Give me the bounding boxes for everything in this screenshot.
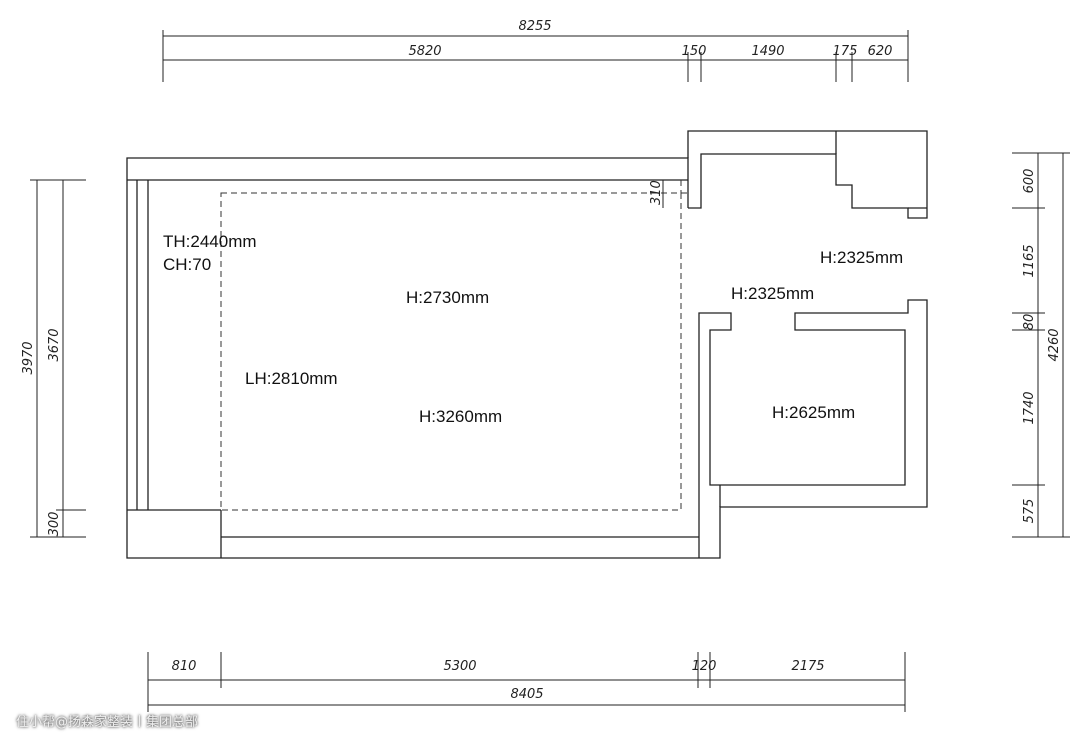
label-h-room: H:2625mm <box>772 403 855 422</box>
dim-310: 310 <box>649 180 664 205</box>
label-lh: LH:2810mm <box>245 369 338 388</box>
dim-right-seg: 575 <box>1022 499 1037 524</box>
label-h-main: H:2730mm <box>406 288 489 307</box>
top-dimension-lines <box>162 30 909 82</box>
dim-right-seg: 600 <box>1022 169 1037 194</box>
dim-left-total: 3970 <box>21 341 36 374</box>
left-dimension-lines <box>30 179 86 538</box>
label-th: TH:2440mm <box>163 232 257 251</box>
watermark: 住小帮@扬森家整装丨集团总部 <box>16 715 199 730</box>
label-h-right-top: H:2325mm <box>820 248 903 267</box>
dim-top-seg: 5820 <box>408 44 441 59</box>
dim-left-seg: 300 <box>47 512 62 537</box>
dim-left-seg: 3670 <box>47 328 62 361</box>
dim-bottom-seg: 120 <box>692 659 717 674</box>
dim-top-seg: 620 <box>868 44 893 59</box>
right-dimension-lines <box>1012 152 1070 538</box>
ceiling-outline-dashed <box>220 180 688 511</box>
label-ch: CH:70 <box>163 255 211 274</box>
bottom-dimension-lines <box>147 652 906 712</box>
dim-top-seg: 175 <box>833 44 858 59</box>
label-h-corridor: H:2325mm <box>731 284 814 303</box>
dim-bottom-total: 8405 <box>510 687 543 702</box>
dim-right-total: 4260 <box>1047 328 1062 361</box>
dim-right-seg: 1165 <box>1022 244 1037 277</box>
dim-bottom-seg: 5300 <box>443 659 476 674</box>
dim-bottom-seg: 810 <box>172 659 197 674</box>
dim-right-seg: 1740 <box>1022 391 1037 424</box>
label-h-center: H:3260mm <box>419 407 502 426</box>
walls <box>126 130 928 559</box>
dim-top-total: 8255 <box>518 19 551 34</box>
dim-bottom-seg: 2175 <box>791 659 824 674</box>
dim-right-seg: 80 <box>1022 314 1037 331</box>
dim-top-seg: 150 <box>682 44 707 59</box>
dim-top-seg: 1490 <box>751 44 784 59</box>
